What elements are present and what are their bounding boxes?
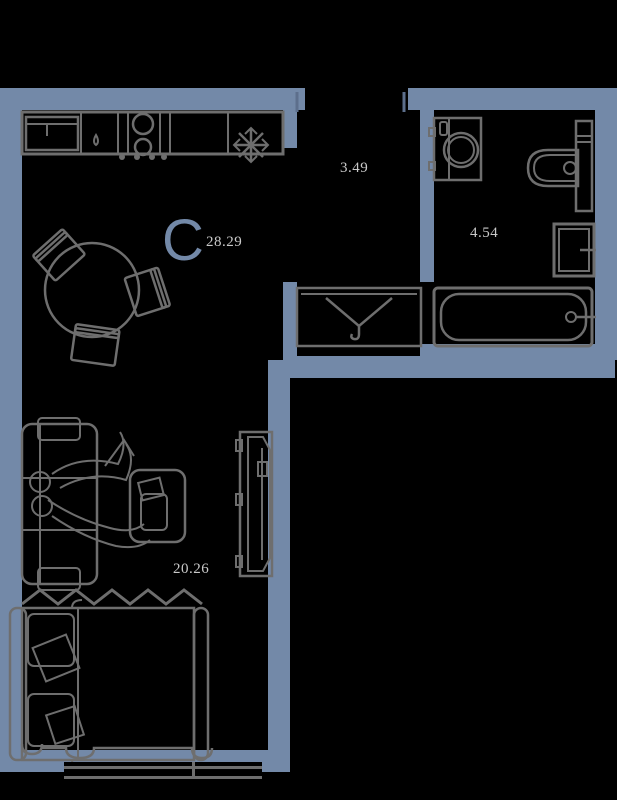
wardrobe-hallway-group: [295, 286, 423, 348]
snowflake-tip-2: [244, 155, 258, 164]
radiator-group: [20, 743, 214, 760]
chair-seat-b: [69, 327, 121, 367]
plant-leaf-2: [59, 443, 132, 489]
plant-leaf-1: [51, 431, 125, 475]
wall-bath-bottom: [420, 344, 615, 360]
living-room-group: [20, 417, 274, 591]
chair-back-tl: [32, 228, 69, 263]
washing-machine: [432, 116, 483, 182]
wall-living-upper-right: [283, 282, 297, 362]
knob-4: [161, 154, 167, 160]
double-bed: [20, 606, 196, 762]
bed-pillow-bottom: [27, 693, 75, 747]
kitchen-faucet-icon: [93, 132, 99, 147]
toilet-bowl-inner: [532, 154, 577, 182]
bed-headboard: [8, 606, 28, 762]
kitchen-sink: [24, 115, 80, 152]
decor-plant: [29, 431, 151, 549]
cooktop-knobs: [119, 154, 167, 160]
tv-cabinet-door: [247, 436, 271, 572]
chair-back-b: [73, 323, 121, 340]
window-group: [64, 762, 262, 792]
side-table: [128, 468, 187, 544]
tv-cabinet-shelf: [257, 461, 268, 477]
wall-living-right: [268, 360, 290, 772]
knob-3: [149, 154, 155, 160]
knob-1: [119, 154, 125, 160]
washing-machine-foot-bottom: [428, 161, 436, 171]
sofa-arm-top: [37, 417, 81, 441]
plant-branch: [104, 438, 135, 467]
side-table-top: [140, 493, 168, 531]
refrigerator-snowflake-icon: [232, 126, 270, 164]
sofa: [20, 422, 99, 586]
wall-top-right: [408, 88, 617, 110]
wall-hall-bath: [420, 110, 434, 282]
plant-stem: [47, 499, 145, 532]
window-mullion: [192, 762, 195, 779]
dining-set-group: [32, 228, 171, 367]
snowflake-tip-3: [232, 138, 241, 152]
chair-back-r: [149, 266, 171, 309]
bed-pillow-top: [27, 613, 75, 667]
window-sill: [64, 776, 262, 779]
wall-right-exterior: [595, 88, 617, 360]
tv-cabinet-handle-mid: [235, 493, 243, 506]
tv-cabinet-handle-top: [235, 439, 243, 452]
radiator: [20, 743, 214, 760]
plant-pot-2: [31, 495, 53, 517]
entry-door: [295, 92, 406, 112]
toilet-flush-hole: [563, 161, 577, 175]
bed-cushion-1: [31, 633, 81, 683]
knob-2: [134, 154, 140, 160]
wall-hall-bottom: [283, 356, 615, 378]
plant-stem-2: [51, 515, 151, 549]
bathtub: [432, 286, 594, 348]
dining-chair-right: [123, 266, 171, 318]
countertop: [20, 110, 285, 156]
bed-corner-top: [71, 599, 83, 609]
wall-top-left: [0, 88, 305, 110]
washing-machine-door: [447, 136, 475, 164]
wardrobe-hallway: [295, 286, 423, 348]
cooktop-burner-front: [131, 112, 155, 136]
snowflake-arm-d2: [238, 132, 264, 158]
dining-chair-top-left: [32, 228, 86, 282]
dining-table-round: [43, 241, 141, 339]
bedroom-group: [8, 588, 210, 769]
window-pane: [66, 780, 260, 792]
tv-cabinet-handle-bottom: [235, 555, 243, 568]
chair-seat-r: [123, 267, 168, 318]
washing-machine-foot-top: [428, 127, 436, 137]
bed-cushion-2: [44, 704, 86, 746]
wall-left-exterior: [0, 88, 22, 772]
wall-hall-right-thin: [409, 96, 414, 110]
bathtub-drain: [565, 311, 577, 323]
wall-kitchen-counter-end: [283, 110, 297, 148]
side-table-book: [136, 476, 166, 502]
kitchen-group: [20, 110, 285, 164]
bed-footboard: [192, 606, 210, 762]
walls-layer: [0, 88, 617, 772]
bathroom-group: [428, 116, 596, 348]
washing-machine-panel: [439, 121, 448, 136]
window-frame-top: [64, 766, 262, 769]
dining-chair-bottom: [69, 323, 121, 367]
clothes-hanger-icon: [325, 297, 393, 328]
cooktop-burner-rear: [133, 137, 153, 157]
snowflake-tip-1: [244, 126, 258, 135]
snowflake-tip-4: [261, 138, 270, 152]
bathtub-inner: [439, 292, 588, 342]
plant-pot-1: [29, 471, 51, 493]
tv-cabinet: [238, 430, 274, 578]
sofa-arm-bottom: [37, 567, 81, 591]
toilet-cistern: [574, 119, 594, 213]
curtain: [21, 588, 203, 606]
washing-machine-drum: [442, 131, 480, 169]
chair-seat-tl: [34, 231, 86, 282]
toilet-bowl: [526, 148, 580, 188]
clothes-hanger-hook: [350, 326, 361, 341]
